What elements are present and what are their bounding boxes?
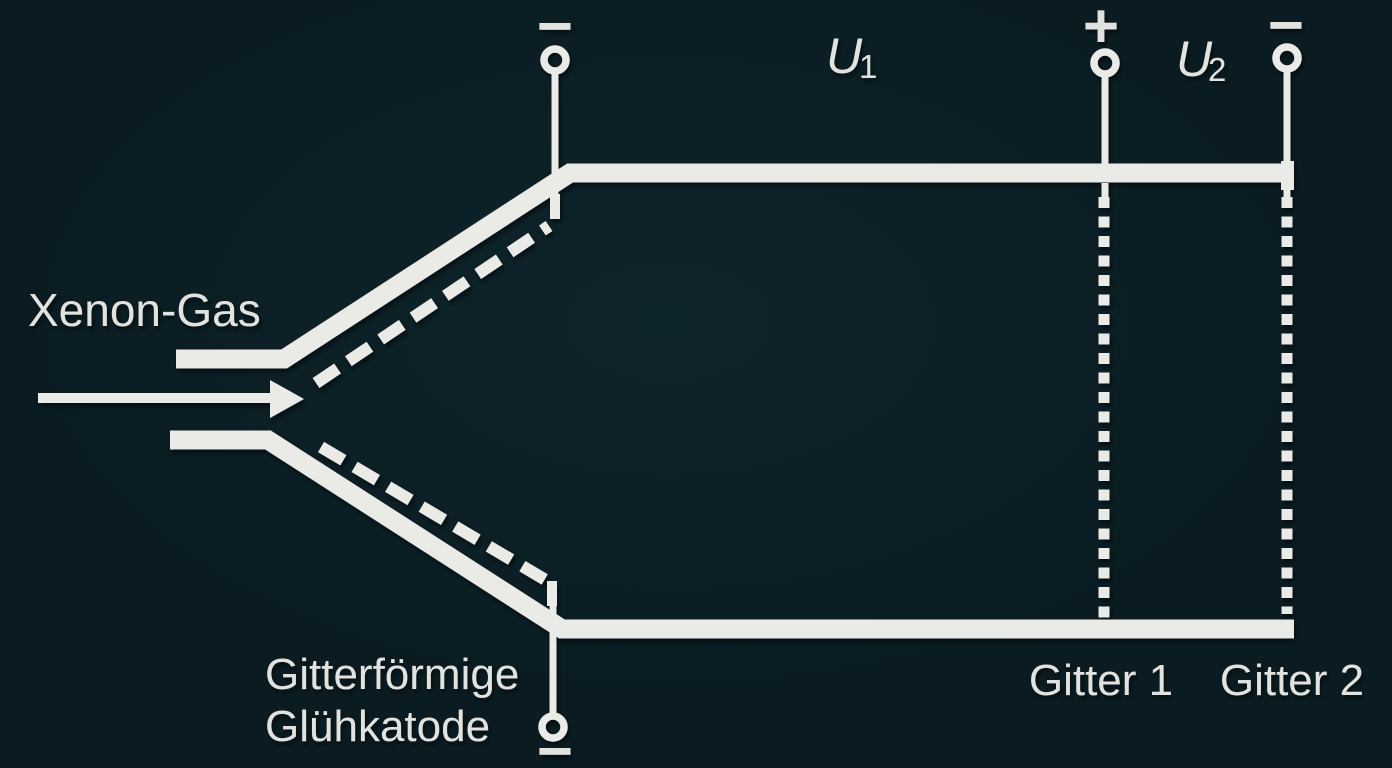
plus-sign-anode: +: [1083, 0, 1119, 61]
xenon-gas-label: Xenon-Gas: [28, 284, 261, 336]
lower-tube-wall: [170, 430, 1294, 639]
grid2-terminal: [1272, 43, 1302, 73]
minus-sign-cathode-bottom: −: [537, 717, 573, 768]
u1-label: U: [826, 28, 863, 84]
minus-sign-grid2: −: [1268, 0, 1304, 60]
u2-subscript: 2: [1208, 51, 1226, 88]
cathode-dashed-lower: [317, 441, 553, 588]
gitter1-label: Gitter 1: [1029, 656, 1173, 705]
cathode-dashed-upper: [312, 221, 553, 388]
minus-sign-cathode-top: −: [537, 0, 573, 61]
gitter2-label: Gitter 2: [1220, 656, 1364, 705]
u1-subscript: 1: [859, 48, 877, 85]
u2-label: U: [1176, 31, 1213, 87]
upper-tube-wall: [176, 163, 1294, 369]
gas-flow-arrow-shaft: [38, 393, 272, 403]
cathode-label-line1: Gitterförmige: [265, 650, 519, 699]
upper-wall-end-cap: [1281, 161, 1294, 190]
cathode-label-line2: Glühkatode: [265, 702, 490, 751]
gas-flow-arrow-head: [270, 380, 304, 418]
cathode-top-terminal: [540, 45, 570, 75]
anode-terminal: [1090, 48, 1120, 78]
cathode-bottom-terminal: [538, 712, 568, 742]
